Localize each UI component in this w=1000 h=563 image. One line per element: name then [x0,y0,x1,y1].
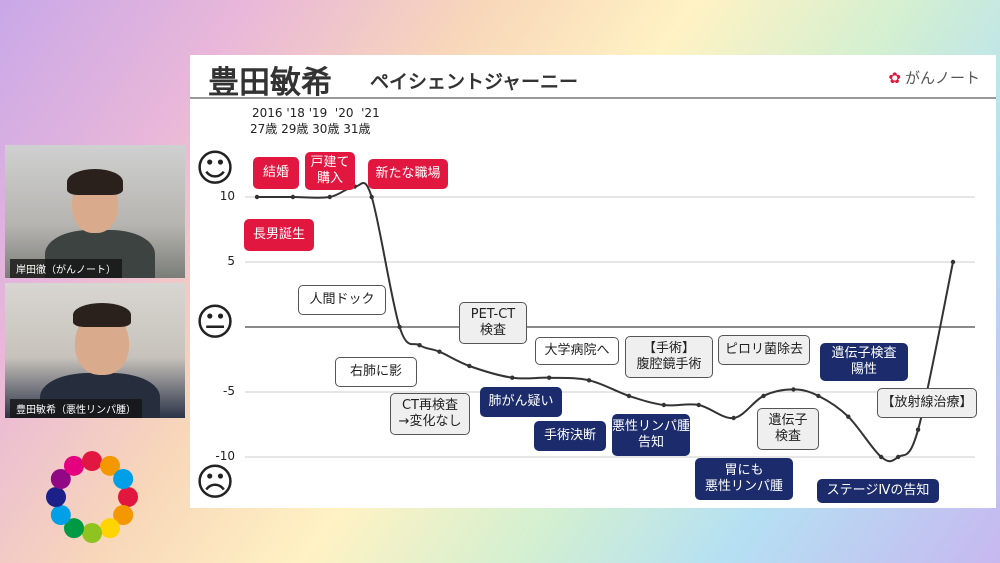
crying-face-icon: ☹ [195,460,235,504]
participant-name: 岸田徹（がんノート） [10,259,122,278]
logo-dot [100,518,120,539]
gannote-logo-ring [46,451,138,543]
data-point [816,393,821,399]
happy-face-icon: ☺ [195,146,235,190]
person-hair [73,303,131,327]
data-point [586,378,592,383]
logo-dot [64,455,84,476]
event-callout: 長男誕生 [244,219,314,251]
event-callout: CT再検査 →変化なし [390,393,470,435]
logo-dot [82,451,102,471]
journey-line [257,182,954,463]
data-point [626,393,632,399]
data-point [369,194,374,200]
logo-dot [46,487,66,507]
event-callout: 新たな職場 [368,159,448,189]
logo-text: がんノート [904,69,980,87]
data-point [546,375,552,380]
logo-dot [50,505,71,525]
logo-dot [118,487,138,507]
slide-title-subtitle: ペイシェントジャーニー [370,71,579,93]
data-point [510,375,515,380]
person-hair [67,169,123,195]
event-callout: 大学病院へ [535,337,619,365]
event-callout: 遺伝子 検査 [757,408,819,450]
data-point [254,194,260,200]
data-point [895,454,901,460]
participant-name: 豊田敏希（悪性リンパ腫） [10,399,142,418]
data-point [791,387,796,392]
logo-dot [100,455,120,476]
data-point [417,343,422,348]
data-point [915,427,921,432]
event-callout: 【手術】 腹腔鏡手術 [625,336,713,378]
logo-dot [113,505,134,525]
y-tick-label: 10 [219,189,235,203]
video-tile-guest: 豊田敏希（悪性リンパ腫） [5,283,185,418]
data-point [397,324,402,330]
logo-dot [82,523,102,543]
event-callout: 胃にも 悪性リンパ腫 [695,458,793,500]
slide-title-name: 豊田敏希 [208,65,332,101]
data-point [879,454,884,460]
event-callout: 戸建て 購入 [305,152,355,190]
data-point [467,363,472,369]
neutral-face-icon: 😐 [195,300,235,344]
data-point [846,414,851,419]
data-point [437,349,442,354]
event-callout: 人間ドック [298,285,386,315]
logo-dot [50,469,71,489]
event-callout: 悪性リンパ腫 告知 [612,414,690,456]
year-labels: 2016 '18 '19 '20 '21 [252,106,380,120]
data-point [290,194,296,200]
y-tick-label: 5 [227,254,235,268]
y-tick-label: -5 [223,384,235,398]
age-labels: 27歳 29歳 30歳 31歳 [250,122,371,136]
y-tick-label: -10 [215,449,235,463]
event-callout: 肺がん疑い [480,387,562,417]
event-callout: ピロリ菌除去 [718,335,810,365]
data-point [761,393,766,399]
event-callout: 遺伝子検査 陽性 [820,343,908,381]
gannote-logo: ✿がんノート [888,67,980,88]
event-callout: 手術決断 [534,421,606,451]
data-point [327,194,332,200]
data-point [950,259,956,265]
event-callout: 結婚 [253,157,299,189]
event-callout: PET-CT 検査 [459,302,527,344]
slide-title-bar: 豊田敏希 ペイシェントジャーニー ✿がんノート [190,55,996,101]
data-point [731,415,736,421]
logo-dot [64,518,84,539]
event-callout: 右肺に影 [335,357,417,387]
video-tile-host: 岸田徹（がんノート） [5,145,185,278]
data-point [661,402,667,408]
logo-dot [113,469,134,489]
logo-flower-icon: ✿ [888,68,901,87]
event-callout: ステージⅣの告知 [817,479,939,503]
data-point [696,402,701,408]
event-callout: 【放射線治療】 [877,388,977,418]
